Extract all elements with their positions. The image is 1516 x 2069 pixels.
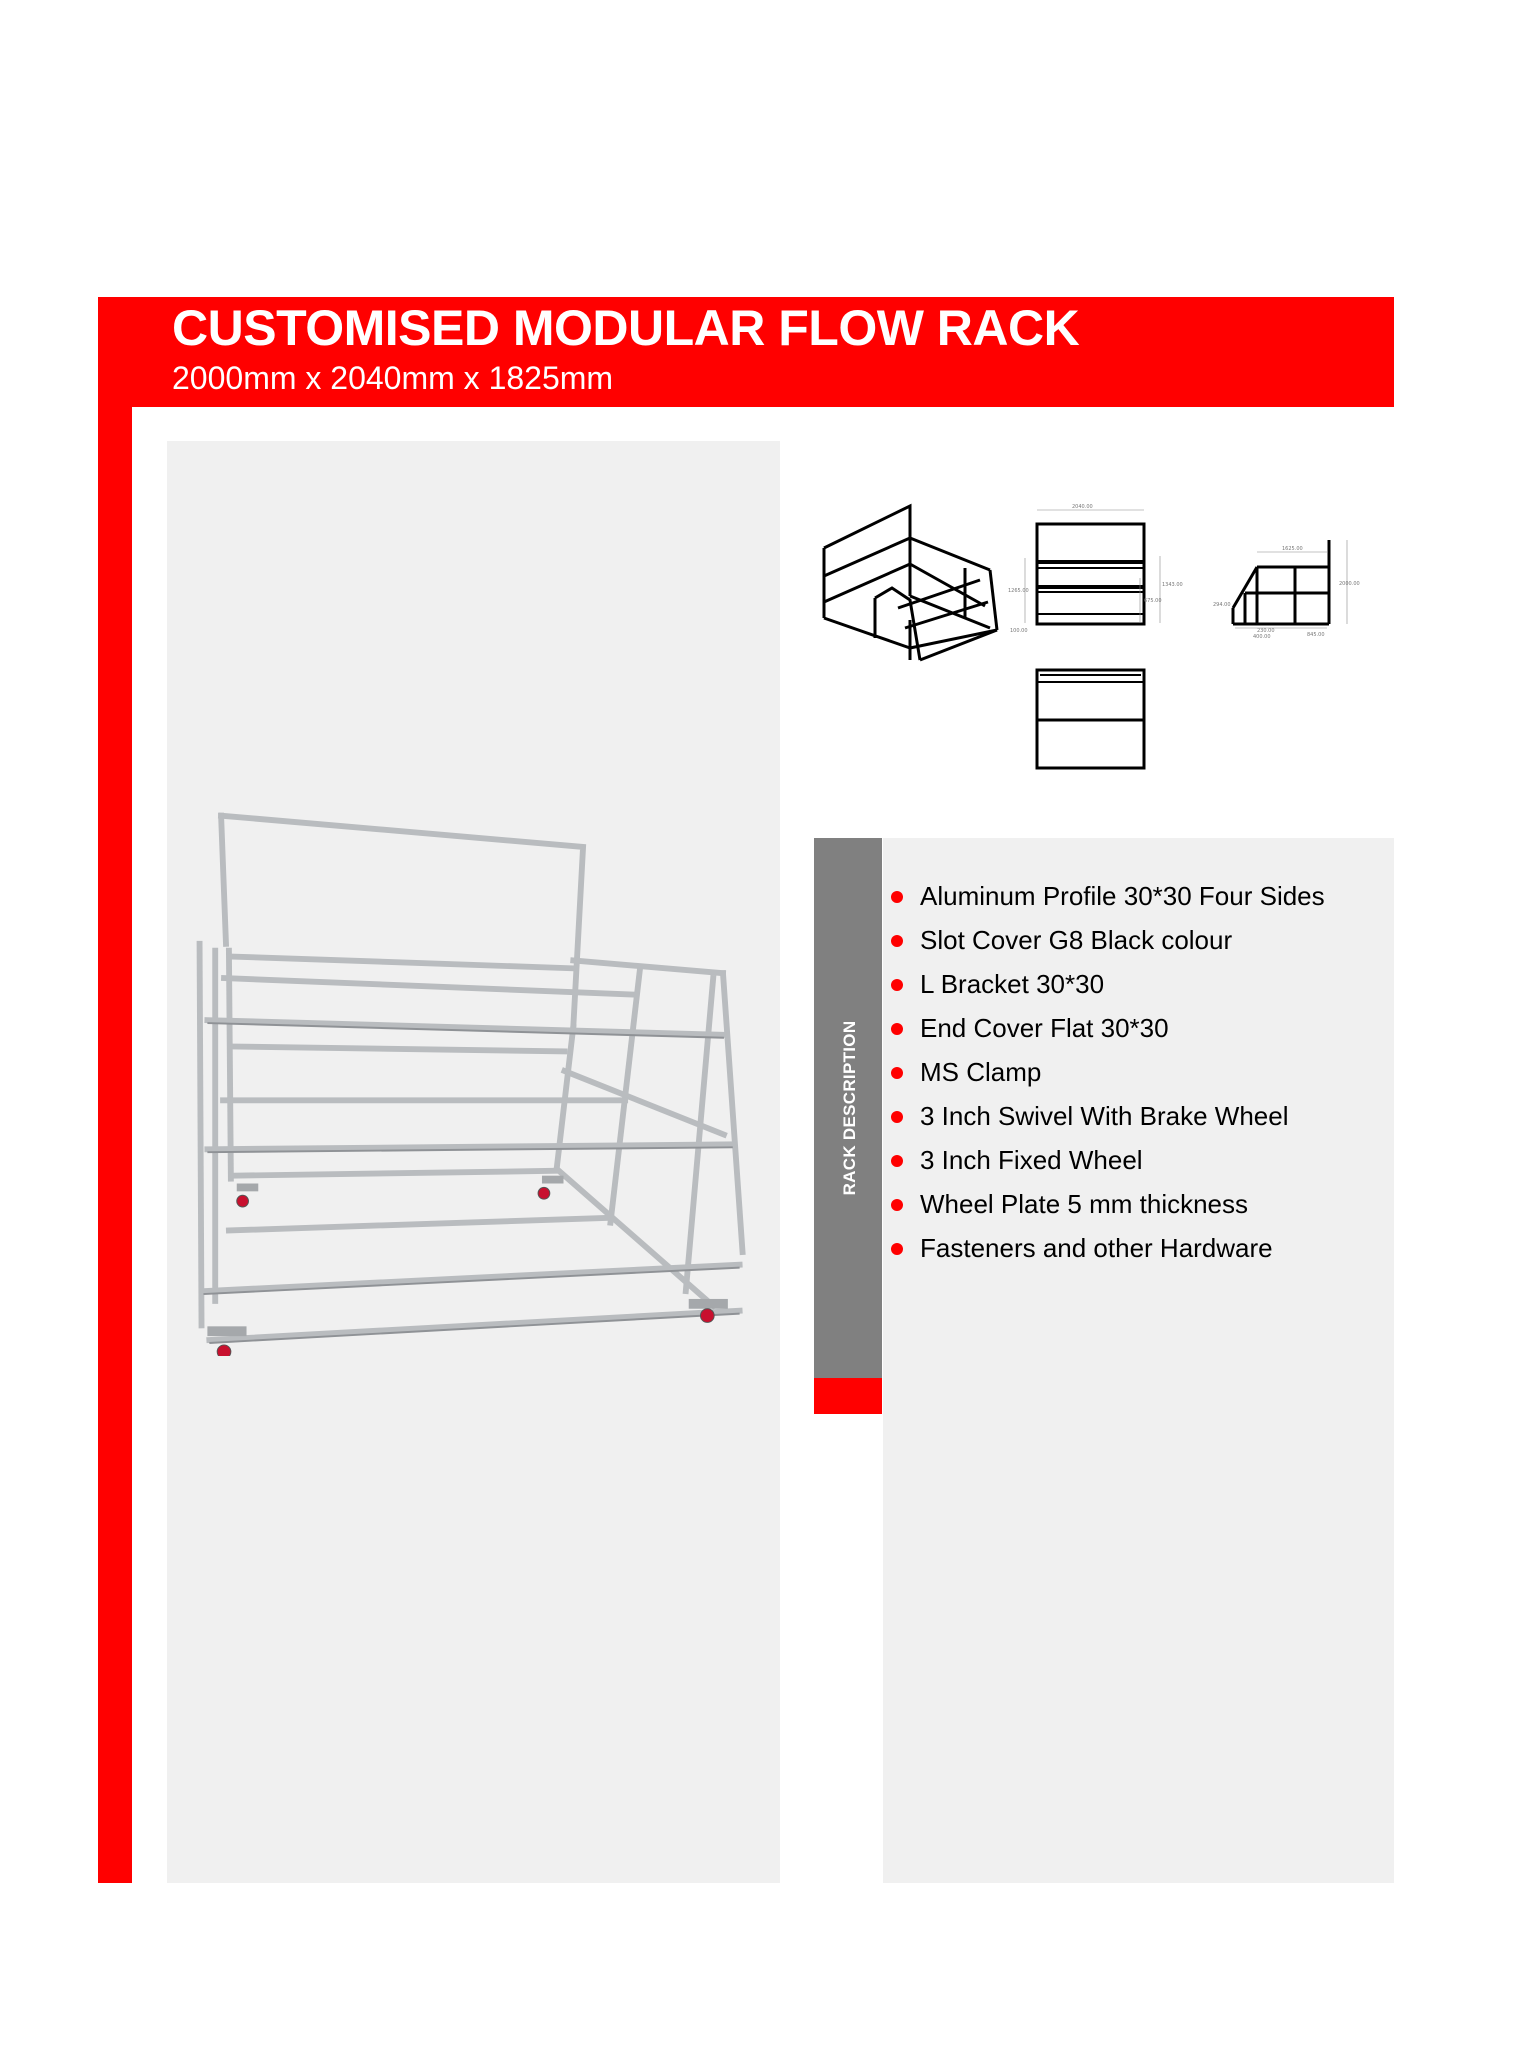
header-banner: [98, 297, 1394, 407]
technical-drawings: 2040.00 1265.00 1343.00 675.00 100.00 16…: [822, 503, 1360, 770]
list-item: Fasteners and other Hardware: [883, 1226, 1325, 1270]
feature-text: MS Clamp: [920, 1057, 1042, 1087]
bullet-icon: [891, 979, 903, 991]
dim-side-total-height: 2000.00: [1339, 581, 1360, 587]
feature-text: Wheel Plate 5 mm thickness: [920, 1189, 1249, 1219]
rack-description-label: RACK DESCRIPTION: [840, 1020, 859, 1196]
isometric-drawing: [822, 503, 999, 662]
dim-side-rear-depth: 845.00: [1307, 632, 1325, 638]
feature-text: End Cover Flat 30*30: [920, 1013, 1169, 1043]
feature-text: Fasteners and other Hardware: [920, 1233, 1273, 1263]
list-item: 3 Inch Fixed Wheel: [883, 1138, 1325, 1182]
dim-side-front-height: 294.00: [1213, 602, 1231, 608]
description-sidebar: [814, 838, 882, 1378]
feature-text: 3 Inch Fixed Wheel: [920, 1145, 1143, 1175]
bullet-icon: [891, 1111, 903, 1123]
list-item: 3 Inch Swivel With Brake Wheel: [883, 1094, 1325, 1138]
list-item: L Bracket 30*30: [883, 962, 1325, 1006]
side-view-drawing: [1231, 540, 1331, 626]
feature-text: L Bracket 30*30: [920, 969, 1105, 999]
dim-front-height-right: 1343.00: [1162, 582, 1183, 588]
top-view-drawing: [1035, 668, 1146, 770]
list-item: Aluminum Profile 30*30 Four Sides: [883, 874, 1325, 918]
dim-front-base-offset: 100.00: [1010, 628, 1028, 634]
feature-list: Aluminum Profile 30*30 Four Sides Slot C…: [883, 874, 1325, 1270]
page-title: CUSTOMISED MODULAR FLOW RACK: [172, 300, 1080, 356]
bullet-icon: [891, 1155, 903, 1167]
bullet-icon: [891, 1023, 903, 1035]
front-view-drawing: [1024, 509, 1161, 626]
bullet-icon: [891, 935, 903, 947]
feature-text: Aluminum Profile 30*30 Four Sides: [920, 881, 1325, 911]
left-accent-bar: [98, 297, 132, 1883]
description-panel: [883, 838, 1394, 1883]
feature-text: Slot Cover G8 Black colour: [920, 925, 1233, 955]
product-photo-panel: [167, 441, 780, 1883]
list-item: Slot Cover G8 Black colour: [883, 918, 1325, 962]
dim-side-offset-front: 400.00: [1253, 634, 1271, 640]
feature-text: 3 Inch Swivel With Brake Wheel: [920, 1101, 1289, 1131]
bullet-icon: [891, 1243, 903, 1255]
bullet-icon: [891, 891, 903, 903]
dimensions-subtitle: 2000mm x 2040mm x 1825mm: [172, 360, 614, 396]
list-item: MS Clamp: [883, 1050, 1325, 1094]
dim-front-width: 2040.00: [1072, 504, 1093, 510]
dim-front-mid-height: 675.00: [1144, 598, 1162, 604]
dim-side-top-depth: 1625.00: [1282, 546, 1303, 552]
rack-photo: [196, 812, 746, 1356]
dim-front-height-left: 1265.00: [1008, 588, 1029, 594]
dim-side-offset-small: 230.00: [1257, 628, 1275, 634]
bullet-icon: [891, 1067, 903, 1079]
description-sidebar-accent: [814, 1378, 882, 1414]
bullet-icon: [891, 1199, 903, 1211]
list-item: End Cover Flat 30*30: [883, 1006, 1325, 1050]
list-item: Wheel Plate 5 mm thickness: [883, 1182, 1325, 1226]
